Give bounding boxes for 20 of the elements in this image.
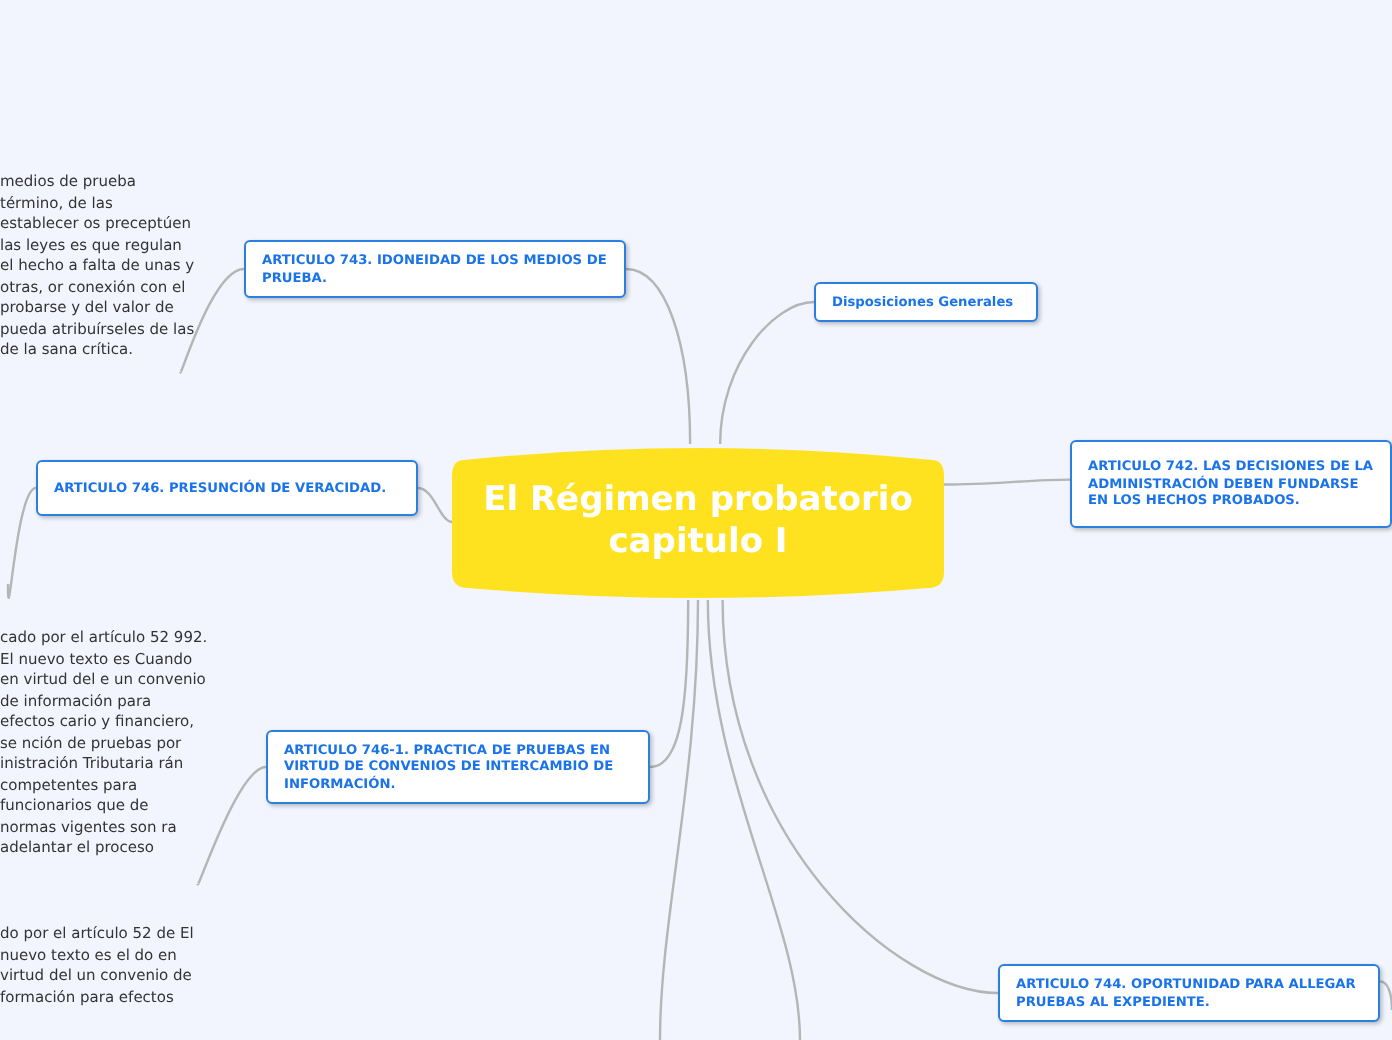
topic-box: [1070, 440, 1392, 528]
connector-line: [1379, 980, 1392, 1011]
topic-box: [244, 240, 626, 298]
connector-line: [625, 267, 692, 445]
central-title: El Régimen probatorio capitulo I: [481, 480, 915, 564]
topic-box: [266, 730, 650, 804]
topic-box: [998, 964, 1380, 1022]
connector-line: [706, 599, 802, 1040]
connector-line: [658, 599, 700, 1040]
connector-line: [649, 600, 690, 769]
topic-box: [814, 282, 1038, 322]
connector-line: [721, 599, 999, 995]
connector-line: [6, 487, 37, 598]
connector-line: [944, 478, 1070, 486]
connector-line: [179, 267, 245, 373]
topic-box: [36, 460, 418, 516]
central-topic: [452, 444, 944, 600]
connector-line: [718, 300, 815, 445]
connector-line: [417, 486, 453, 524]
connector-line: [196, 765, 267, 885]
